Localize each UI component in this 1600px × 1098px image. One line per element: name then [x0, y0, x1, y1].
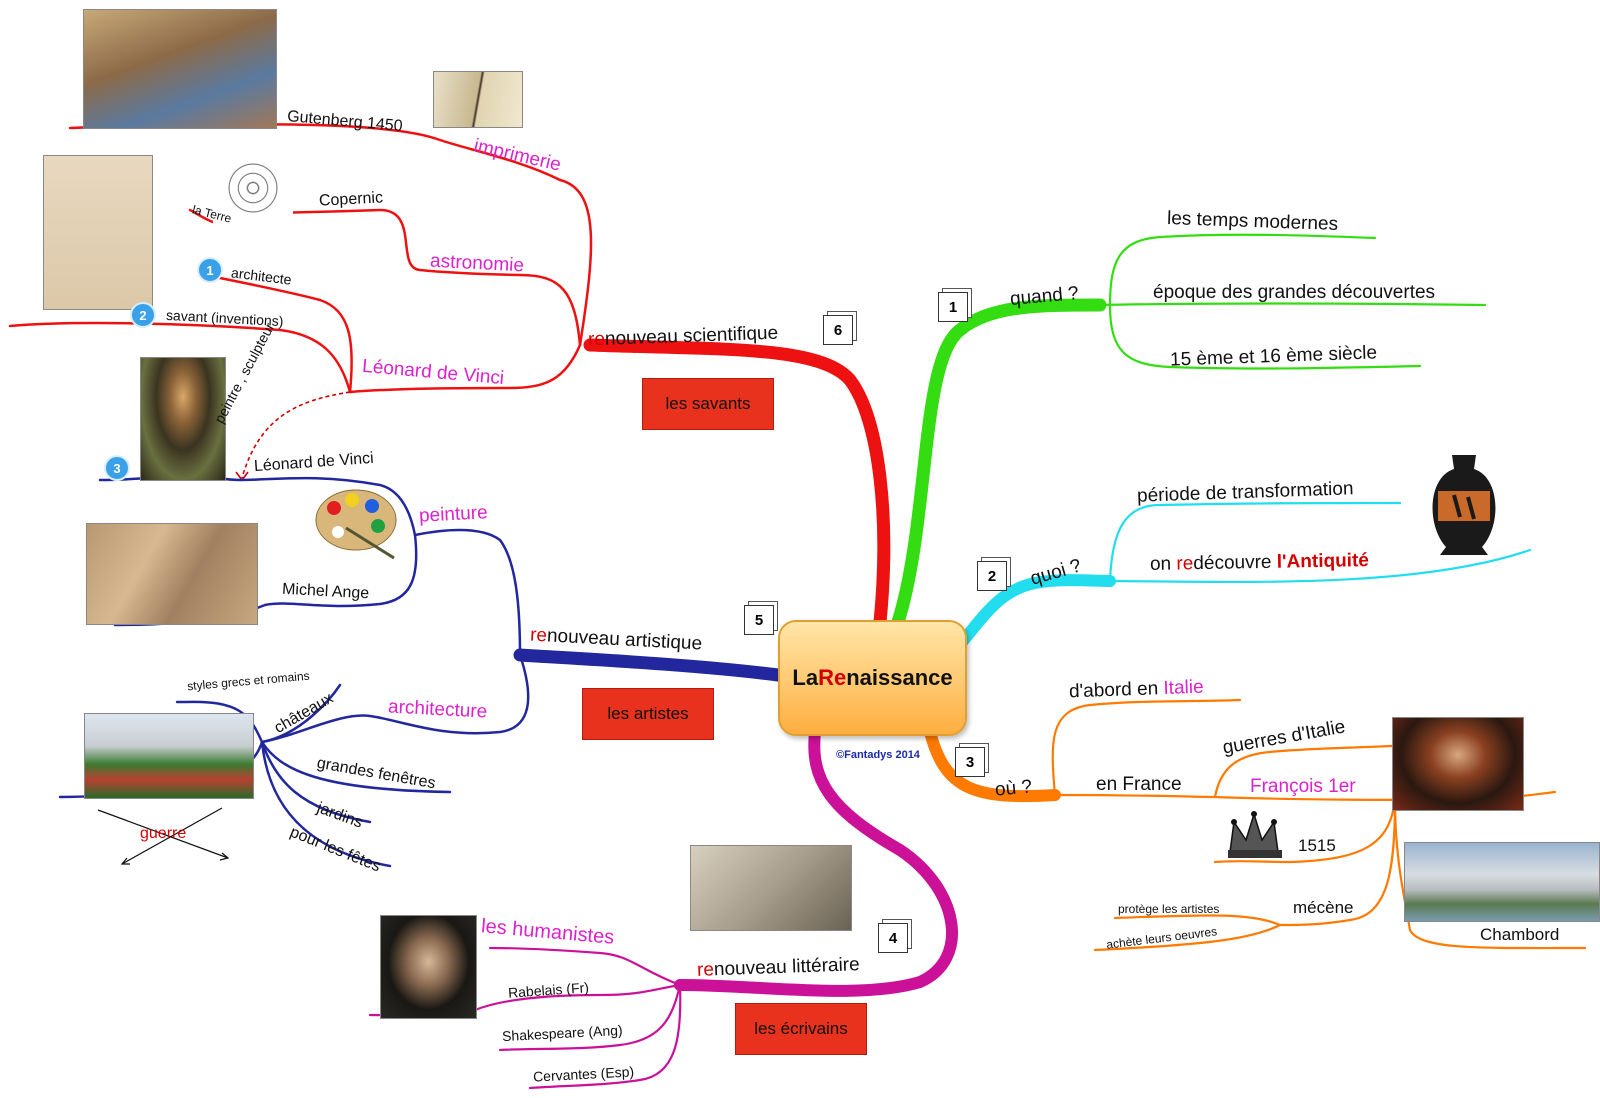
center-title-accent: Re [818, 665, 847, 690]
amphora-icon [1432, 455, 1496, 555]
palette-icon [315, 489, 397, 560]
center-title-post: naissance [846, 665, 953, 690]
guerre-cross [97, 807, 230, 865]
copyright-label: ©Fantadys 2014 [836, 749, 920, 761]
circle-marker-1: 1 [197, 257, 223, 283]
astronomie-label: astronomie [429, 250, 525, 277]
badge-les-artistes: les artistes [582, 688, 714, 740]
annee-1515-label: 1515 [1298, 836, 1336, 855]
francois-1er-label: François 1er [1250, 776, 1356, 797]
redecouvre-antiquite-label: on redécouvre l'Antiquité [1149, 550, 1370, 575]
branch-litt-thick [674, 726, 958, 997]
chambord-image [1404, 842, 1600, 922]
quoi-subbranches [1108, 501, 1532, 584]
number-marker-2: 2 [977, 561, 1007, 591]
circle-marker-2: 2 [130, 302, 156, 328]
ink-quill-image [690, 845, 852, 931]
circle-marker-3: 3 [104, 455, 130, 481]
old-book-image [433, 71, 523, 128]
mecene-label: mécène [1293, 898, 1354, 917]
redecouvre-pre: on [1149, 553, 1177, 575]
protege-artistes-label: protège les artistes [1118, 902, 1220, 916]
italie-text: Italie [1163, 676, 1204, 700]
sistine-chapel-image [86, 523, 258, 625]
architecture-label: architecture [387, 696, 488, 723]
branch-quoi-thick [956, 574, 1116, 648]
redecouvre-prefix: re [1176, 553, 1194, 575]
renouveau-litteraire-prefix: re [696, 959, 715, 981]
crown-icon [1228, 811, 1282, 858]
renouveau-artistique-prefix: re [529, 624, 548, 647]
center-title-pre: La [792, 665, 819, 690]
branch-art-thick [513, 648, 785, 682]
number-marker-3: 3 [955, 747, 985, 777]
peinture-label: peinture [418, 502, 489, 527]
grandes-decouvertes-label: époque des grandes découvertes [1153, 282, 1436, 303]
en-france-label: en France [1096, 774, 1182, 795]
da-vinci-sketch-image [43, 155, 153, 310]
mona-lisa-image [140, 357, 226, 481]
number-marker-4: 4 [878, 923, 908, 953]
ou-label: où ? [994, 776, 1033, 801]
number-marker-1: 1 [938, 292, 968, 322]
badge-les-ecrivains: les écrivains [735, 1003, 867, 1055]
guerre-label: guerre [140, 825, 187, 842]
cosmos-diagram-image [213, 146, 293, 230]
francois-portrait-image [1392, 717, 1524, 811]
redecouvre-text: découvre [1193, 551, 1277, 575]
dabord-italie-label: d'abord en Italie [1068, 676, 1204, 703]
antiquite-text: l'Antiquité [1276, 550, 1370, 573]
gutenberg-press-image [83, 9, 277, 129]
chateau-garden-image [84, 713, 254, 799]
center-node[interactable]: La Re naissance [778, 620, 967, 736]
renouveau-scientifique-prefix: re [587, 328, 606, 351]
dabord-text: d'abord en [1068, 678, 1164, 703]
copernic-label: Copernic [318, 189, 384, 210]
branch-quand-thick [891, 298, 1107, 629]
branch-ou-thick [924, 726, 1061, 803]
badge-les-savants: les savants [642, 378, 774, 430]
dashed-link [241, 391, 351, 479]
quand-subbranches [1098, 233, 1487, 370]
branch-science-thick [583, 338, 891, 629]
chambord-label: Chambord [1480, 925, 1560, 944]
number-marker-6: 6 [823, 315, 853, 345]
number-marker-5: 5 [744, 605, 774, 635]
rabelais-portrait-image [380, 915, 477, 1019]
